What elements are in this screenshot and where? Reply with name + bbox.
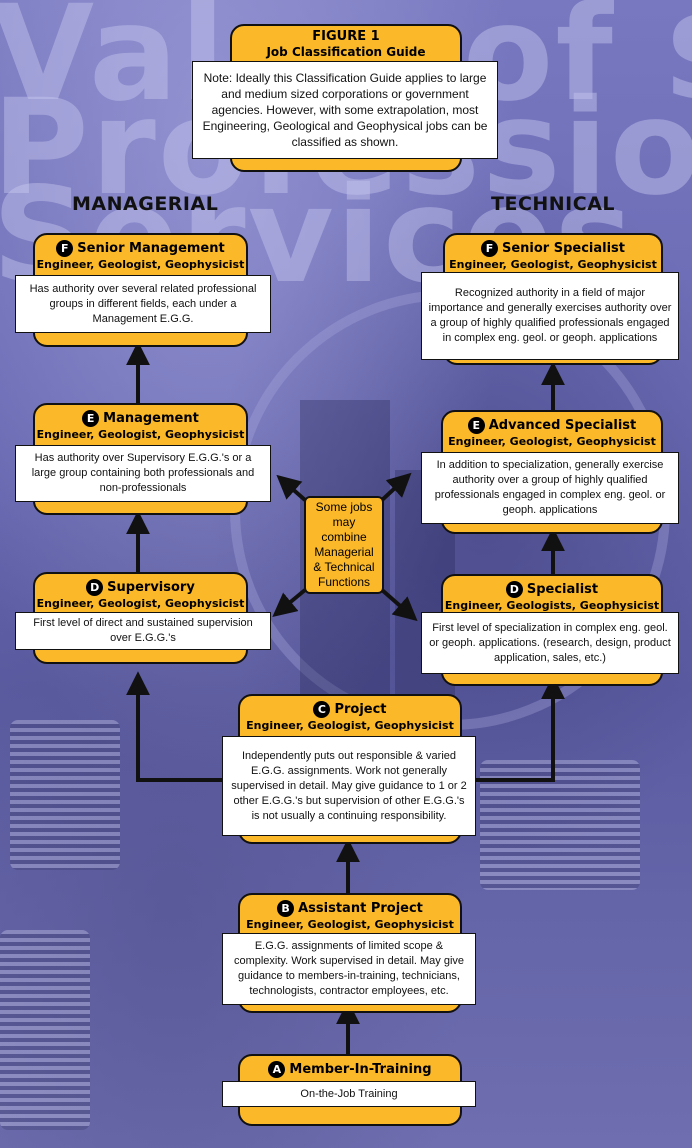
level-title: Specialist bbox=[526, 582, 599, 597]
level-letter-badge: E bbox=[467, 417, 485, 434]
background-coins bbox=[0, 930, 90, 1130]
technical-heading: TECHNICAL bbox=[491, 193, 616, 215]
level-subtitle: Engineer, Geologist, Geophysicist bbox=[246, 918, 454, 931]
level-letter-badge: F bbox=[56, 240, 74, 257]
level-subtitle: Engineer, Geologist, Geophysicist bbox=[246, 719, 454, 732]
level-title: Project bbox=[334, 702, 387, 717]
level-subtitle: Engineer, Geologist, Geophysicist bbox=[36, 258, 245, 271]
level-letter-badge: D bbox=[86, 579, 104, 596]
level-letter-badge: D bbox=[505, 581, 523, 598]
level-description: On-the-Job Training bbox=[222, 1081, 476, 1107]
level-title: Assistant Project bbox=[298, 901, 423, 916]
level-description: Has authority over Supervisory E.G.G.'s … bbox=[15, 445, 271, 502]
level-letter-badge: C bbox=[313, 701, 331, 718]
level-description: Independently puts out responsible & var… bbox=[222, 736, 476, 836]
arrow-c-to-d-supervisory bbox=[126, 671, 240, 782]
level-subtitle: Engineer, Geologist, Geophysicist bbox=[449, 258, 657, 271]
level-letter-badge: B bbox=[277, 900, 295, 917]
level-description: Has authority over several related profe… bbox=[15, 275, 271, 333]
combine-functions-note: Some jobs may combine Managerial & Techn… bbox=[304, 496, 384, 594]
level-title: Management bbox=[103, 411, 199, 426]
level-description: First level of direct and sustained supe… bbox=[15, 612, 271, 650]
figure-title: FIGURE 1 bbox=[312, 29, 380, 44]
arrow-c-to-d-specialist bbox=[460, 675, 565, 782]
level-letter-badge: A bbox=[268, 1061, 286, 1078]
level-description: Recognized authority in a field of major… bbox=[421, 272, 679, 360]
arrow-combine-to-management bbox=[276, 474, 307, 502]
level-title: Supervisory bbox=[107, 580, 195, 595]
level-letter-badge: F bbox=[480, 240, 498, 257]
arrow-combine-to-specialist bbox=[380, 588, 418, 622]
figure-subtitle: Job Classification Guide bbox=[266, 45, 426, 59]
level-title: Senior Specialist bbox=[501, 241, 626, 256]
level-subtitle: Engineer, Geologist, Geophysicist bbox=[36, 597, 245, 610]
level-letter-badge: E bbox=[82, 410, 100, 427]
arrow-combine-to-supervisory bbox=[272, 588, 307, 618]
arrow-combine-to-advanced-specialist bbox=[380, 472, 412, 502]
level-description: First level of specialization in complex… bbox=[421, 612, 679, 674]
level-subtitle: Engineer, Geologist, Geophysicist bbox=[448, 435, 656, 448]
level-subtitle: Engineer, Geologists, Geophysicist bbox=[444, 599, 660, 612]
figure-note: Note: Ideally this Classification Guide … bbox=[192, 61, 498, 159]
background-coins bbox=[10, 720, 120, 870]
managerial-heading: MANAGERIAL bbox=[72, 193, 219, 215]
level-description: In addition to specialization, generally… bbox=[421, 452, 679, 524]
level-description: E.G.G. assignments of limited scope & co… bbox=[222, 933, 476, 1005]
level-title: Member-In-Training bbox=[289, 1062, 432, 1077]
level-title: Senior Management bbox=[77, 241, 225, 256]
level-subtitle: Engineer, Geologist, Geophysicist bbox=[36, 428, 245, 441]
level-title: Advanced Specialist bbox=[488, 418, 637, 433]
